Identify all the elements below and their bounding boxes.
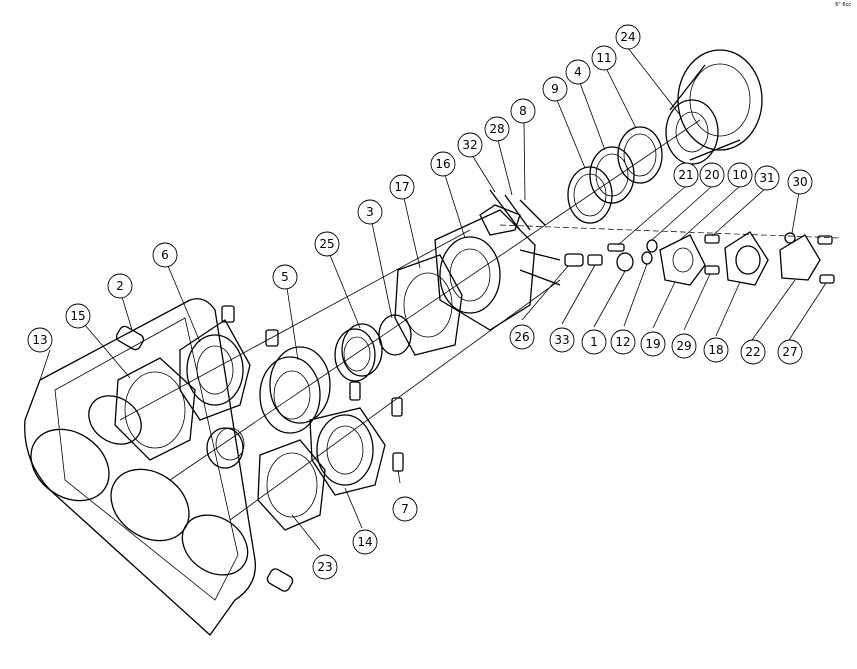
callout-16: 16 xyxy=(430,151,456,177)
callout-13: 13 xyxy=(27,327,53,353)
callout-30: 30 xyxy=(787,169,813,195)
callout-1: 1 xyxy=(581,329,607,355)
spacer-ring xyxy=(206,427,245,469)
callout-27: 27 xyxy=(777,339,803,365)
callout-20: 20 xyxy=(699,162,725,188)
bearing-5 xyxy=(259,346,331,434)
svg-text:2: 2 xyxy=(116,279,124,293)
bearing-cap-14 xyxy=(309,407,386,496)
svg-text:16: 16 xyxy=(435,157,450,171)
svg-text:3: 3 xyxy=(366,205,374,219)
screws-31-29 xyxy=(704,234,720,275)
corner-mark: 6" 6cc xyxy=(835,2,851,8)
svg-text:22: 22 xyxy=(745,345,760,359)
svg-text:14: 14 xyxy=(357,535,372,549)
svg-text:10: 10 xyxy=(732,168,747,182)
svg-text:4: 4 xyxy=(574,65,582,79)
svg-text:20: 20 xyxy=(704,168,719,182)
small-shaft-parts xyxy=(564,239,658,272)
callout-28: 28 xyxy=(484,116,510,142)
svg-text:19: 19 xyxy=(645,337,660,351)
svg-text:18: 18 xyxy=(708,343,723,357)
callout-7: 7 xyxy=(392,496,418,522)
callout-5: 5 xyxy=(272,264,298,290)
flange-yoke-24 xyxy=(665,49,763,165)
svg-text:7: 7 xyxy=(401,502,409,516)
callout-29: 29 xyxy=(671,333,697,359)
callout-2: 2 xyxy=(107,273,133,299)
svg-text:30: 30 xyxy=(792,175,807,189)
bearing-cup-25 xyxy=(334,323,383,382)
callout-15: 15 xyxy=(65,303,91,329)
svg-text:11: 11 xyxy=(596,51,611,65)
callout-31: 31 xyxy=(754,165,780,191)
svg-text:6: 6 xyxy=(161,248,169,262)
svg-text:33: 33 xyxy=(554,333,569,347)
svg-text:1: 1 xyxy=(590,335,598,349)
callout-19: 19 xyxy=(640,331,666,357)
callout-14: 14 xyxy=(352,529,378,555)
callout-17: 17 xyxy=(389,174,415,200)
callout-23: 23 xyxy=(312,554,338,580)
svg-text:26: 26 xyxy=(514,330,529,344)
plate-22 xyxy=(779,232,835,284)
callout-21: 21 xyxy=(673,162,699,188)
case-16 xyxy=(434,204,536,331)
svg-text:32: 32 xyxy=(462,138,477,152)
svg-text:5: 5 xyxy=(281,270,289,284)
bearing-cap-6 xyxy=(179,305,279,421)
svg-text:17: 17 xyxy=(394,180,409,194)
svg-text:13: 13 xyxy=(32,333,47,347)
dowel-pins xyxy=(115,325,294,592)
svg-text:29: 29 xyxy=(676,339,691,353)
svg-text:9: 9 xyxy=(551,82,559,96)
svg-text:25: 25 xyxy=(319,237,334,251)
svg-text:28: 28 xyxy=(489,122,504,136)
callout-22: 22 xyxy=(740,339,766,365)
svg-text:12: 12 xyxy=(615,335,630,349)
callout-12: 12 xyxy=(610,329,636,355)
cover-18 xyxy=(724,231,769,286)
svg-text:15: 15 xyxy=(70,309,85,323)
callout-25: 25 xyxy=(314,231,340,257)
callout-24: 24 xyxy=(615,24,641,50)
housing-plate xyxy=(24,298,256,636)
gasket-left xyxy=(114,357,196,461)
callout-6: 6 xyxy=(152,242,178,268)
callout-3: 3 xyxy=(357,199,383,225)
callout-26: 26 xyxy=(509,324,535,350)
seals-9-4-11 xyxy=(567,126,663,224)
svg-text:8: 8 xyxy=(519,104,527,118)
leader-lines xyxy=(39,47,827,551)
svg-text:24: 24 xyxy=(620,30,635,44)
gasket-23 xyxy=(257,439,326,531)
callout-10: 10 xyxy=(727,162,753,188)
cover-plate-19 xyxy=(659,234,706,286)
svg-text:23: 23 xyxy=(317,560,332,574)
svg-text:27: 27 xyxy=(782,345,797,359)
svg-text:21: 21 xyxy=(678,168,693,182)
callout-18: 18 xyxy=(703,337,729,363)
callout-32: 32 xyxy=(457,132,483,158)
callout-9: 9 xyxy=(542,76,568,102)
callout-33: 33 xyxy=(549,327,575,353)
callout-4: 4 xyxy=(565,59,591,85)
bolts-top xyxy=(489,189,561,286)
callout-8: 8 xyxy=(510,98,536,124)
callout-11: 11 xyxy=(591,45,617,71)
svg-text:31: 31 xyxy=(759,171,774,185)
